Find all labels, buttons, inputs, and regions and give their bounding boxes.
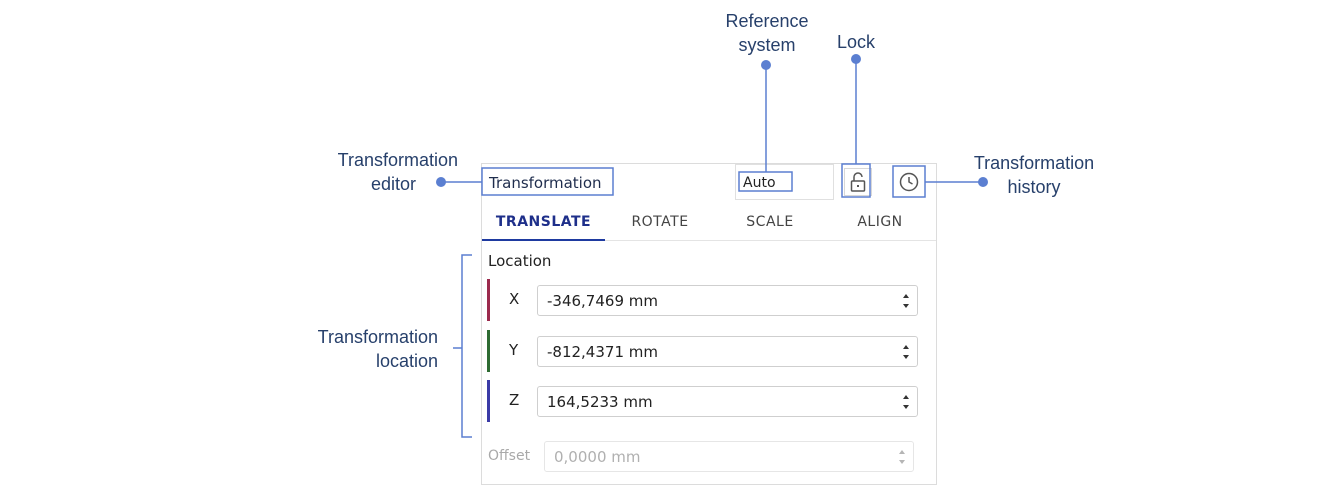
y-axis-color-bar <box>487 330 490 372</box>
callout-transformation-editor: Transformation editor <box>306 148 476 196</box>
tab-align[interactable]: ALIGN <box>857 214 903 230</box>
x-axis-color-bar <box>487 279 490 321</box>
z-axis-color-bar <box>487 380 490 422</box>
history-button[interactable] <box>895 168 923 196</box>
refsys-highlight-box <box>738 171 793 192</box>
offset-label: Offset <box>488 448 531 464</box>
callout-transformation-history-line2: history <box>1007 177 1061 197</box>
location-bracket <box>453 254 472 438</box>
location-z-value: 164,5233 mm <box>547 393 653 411</box>
spinner-icon[interactable] <box>903 393 909 411</box>
location-y-value: -812,4371 mm <box>547 343 658 361</box>
spinner-icon[interactable] <box>899 448 905 466</box>
callout-lock-text: Lock <box>836 32 876 52</box>
callout-reference-system-line2: system <box>738 35 796 55</box>
callout-reference-system-line1: Reference <box>725 11 809 31</box>
location-y-row: Y -812,4371 mm <box>487 330 932 372</box>
y-axis-label: Y <box>509 341 519 359</box>
spinner-icon[interactable] <box>903 343 909 361</box>
tab-scale[interactable]: SCALE <box>746 214 794 230</box>
callout-transformation-history: Transformation history <box>958 151 1110 199</box>
history-highlight-box <box>892 165 926 198</box>
location-z-row: Z 164,5233 mm <box>487 380 932 422</box>
offset-input[interactable]: 0,0000 mm <box>544 441 914 472</box>
clock-icon <box>899 172 919 192</box>
reference-system-dropdown[interactable]: Auto <box>735 164 834 200</box>
lock-highlight-box <box>841 163 871 198</box>
tab-bar: TRANSLATE ROTATE SCALE ALIGN <box>482 204 936 241</box>
callout-editor-dot <box>436 177 446 187</box>
location-x-input[interactable]: -346,7469 mm <box>537 285 918 316</box>
tab-rotate[interactable]: ROTATE <box>631 214 689 230</box>
location-section-title: Location <box>488 252 552 270</box>
callout-transformation-location: Transformation location <box>290 325 438 373</box>
location-x-value: -346,7469 mm <box>547 292 658 310</box>
reference-system-value: Auto <box>743 175 776 191</box>
location-z-input[interactable]: 164,5233 mm <box>537 386 918 417</box>
tab-translate[interactable]: TRANSLATE <box>482 204 605 241</box>
panel-title: Transformation <box>489 174 602 192</box>
z-axis-label: Z <box>509 391 520 409</box>
callout-refsys-dot <box>761 60 771 70</box>
spinner-icon[interactable] <box>903 292 909 310</box>
unlocked-padlock-icon <box>850 172 866 192</box>
lock-button[interactable] <box>844 168 872 196</box>
callout-transformation-editor-line1: Transformation <box>337 150 458 170</box>
callout-history-dot <box>978 177 988 187</box>
transformation-panel: Transformation Auto TRANSLATE ROTATE SCA… <box>481 163 937 485</box>
offset-value: 0,0000 mm <box>554 448 641 466</box>
callout-transformation-history-line1: Transformation <box>973 153 1095 173</box>
callout-lock: Lock <box>826 30 886 54</box>
location-x-row: X -346,7469 mm <box>487 279 932 321</box>
callout-lock-dot <box>851 54 861 64</box>
editor-highlight-box <box>481 167 614 196</box>
callout-transformation-editor-line2: editor <box>370 174 416 194</box>
x-axis-label: X <box>509 290 520 308</box>
callout-transformation-location-line1: Transformation <box>317 327 438 347</box>
location-y-input[interactable]: -812,4371 mm <box>537 336 918 367</box>
callout-reference-system: Reference system <box>712 9 822 57</box>
callout-transformation-location-line2: location <box>375 351 438 371</box>
